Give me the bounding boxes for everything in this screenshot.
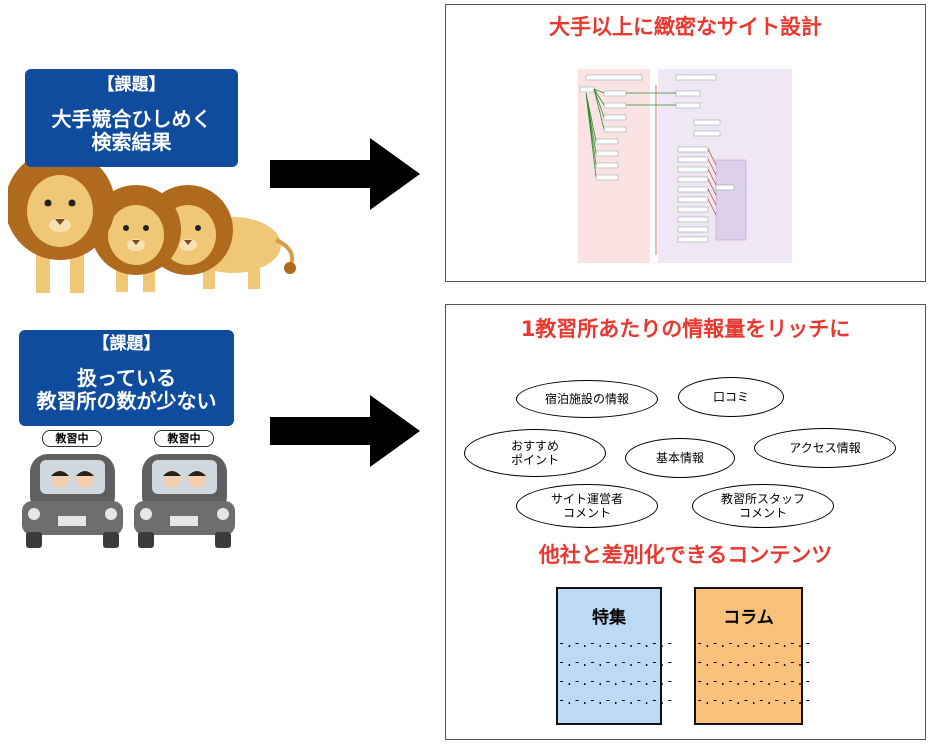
document-text-line: -.-.-.-.-.-.-.- bbox=[696, 693, 812, 707]
info-item-access-info: アクセス情報 bbox=[754, 428, 896, 468]
column-document: コラム -.-.-.-.-.-.-.- -.-.-.-.-.-.-.- -.-.… bbox=[694, 587, 812, 725]
document-title: 特集 bbox=[592, 608, 626, 628]
info-item-staff-comment: 教習所スタッフ コメント bbox=[692, 484, 834, 528]
panel-subtitle: 他社と差別化できるコンテンツ bbox=[538, 543, 833, 567]
info-item-recommend-points: おすすめ ポイント bbox=[464, 429, 606, 477]
issue-text-line: 教習所の数が少ない bbox=[36, 389, 217, 413]
sitemap-diagram-thumbnail bbox=[578, 69, 792, 263]
document-text-line: -.-.-.-.-.-.-.- bbox=[558, 636, 674, 650]
issue-tag: 【課題】 bbox=[92, 334, 161, 354]
document-text-line: -.-.-.-.-.-.-.- bbox=[696, 636, 812, 650]
document-title: コラム bbox=[723, 608, 774, 628]
issue-tag: 【課題】 bbox=[97, 75, 166, 95]
document-text-line: -.-.-.-.-.-.-.- bbox=[558, 655, 674, 669]
lion-left bbox=[8, 150, 115, 293]
info-item-site-operator-comment: サイト運営者 コメント bbox=[516, 484, 658, 528]
document-text-line: -.-.-.-.-.-.-.- bbox=[558, 674, 674, 688]
info-item-basic-info: 基本情報 bbox=[625, 438, 735, 478]
arrow-right-icon bbox=[270, 138, 420, 210]
driving-school-car-1: 教習中 bbox=[20, 428, 125, 550]
rich-content-panel: 1教習所あたりの情報量をリッチに 宿泊施設の情報 口コミ おすすめ ポイント 基… bbox=[445, 304, 926, 740]
panel-title: 大手以上に緻密なサイト設計 bbox=[549, 15, 822, 39]
issue-text-line: 大手競合ひしめく bbox=[51, 107, 212, 131]
document-text-line: -.-.-.-.-.-.-.- bbox=[558, 693, 674, 707]
car-sign: 教習中 bbox=[42, 430, 102, 447]
document-text-line: -.-.-.-.-.-.-.- bbox=[696, 674, 812, 688]
lions-illustration bbox=[8, 150, 296, 293]
issue-text-line: 検索結果 bbox=[91, 130, 172, 154]
panel-title: 1教習所あたりの情報量をリッチに bbox=[520, 317, 851, 341]
info-item-accommodation: 宿泊施設の情報 bbox=[516, 380, 658, 418]
site-design-panel: 大手以上に緻密なサイト設計 bbox=[445, 4, 926, 282]
issue-box-1: 【課題】 大手競合ひしめく 検索結果 bbox=[25, 69, 238, 167]
issue-text-line: 扱っている bbox=[77, 366, 176, 390]
feature-document: 特集 -.-.-.-.-.-.-.- -.-.-.-.-.-.-.- -.-.-… bbox=[556, 587, 674, 725]
info-item-reviews: 口コミ bbox=[678, 377, 784, 417]
document-text-line: -.-.-.-.-.-.-.- bbox=[696, 655, 812, 669]
arrow-right-icon bbox=[270, 395, 420, 467]
driving-school-car-2: 教習中 bbox=[132, 428, 237, 550]
issue-box-2: 【課題】 扱っている 教習所の数が少ない bbox=[19, 330, 234, 426]
car-sign: 教習中 bbox=[154, 430, 214, 447]
